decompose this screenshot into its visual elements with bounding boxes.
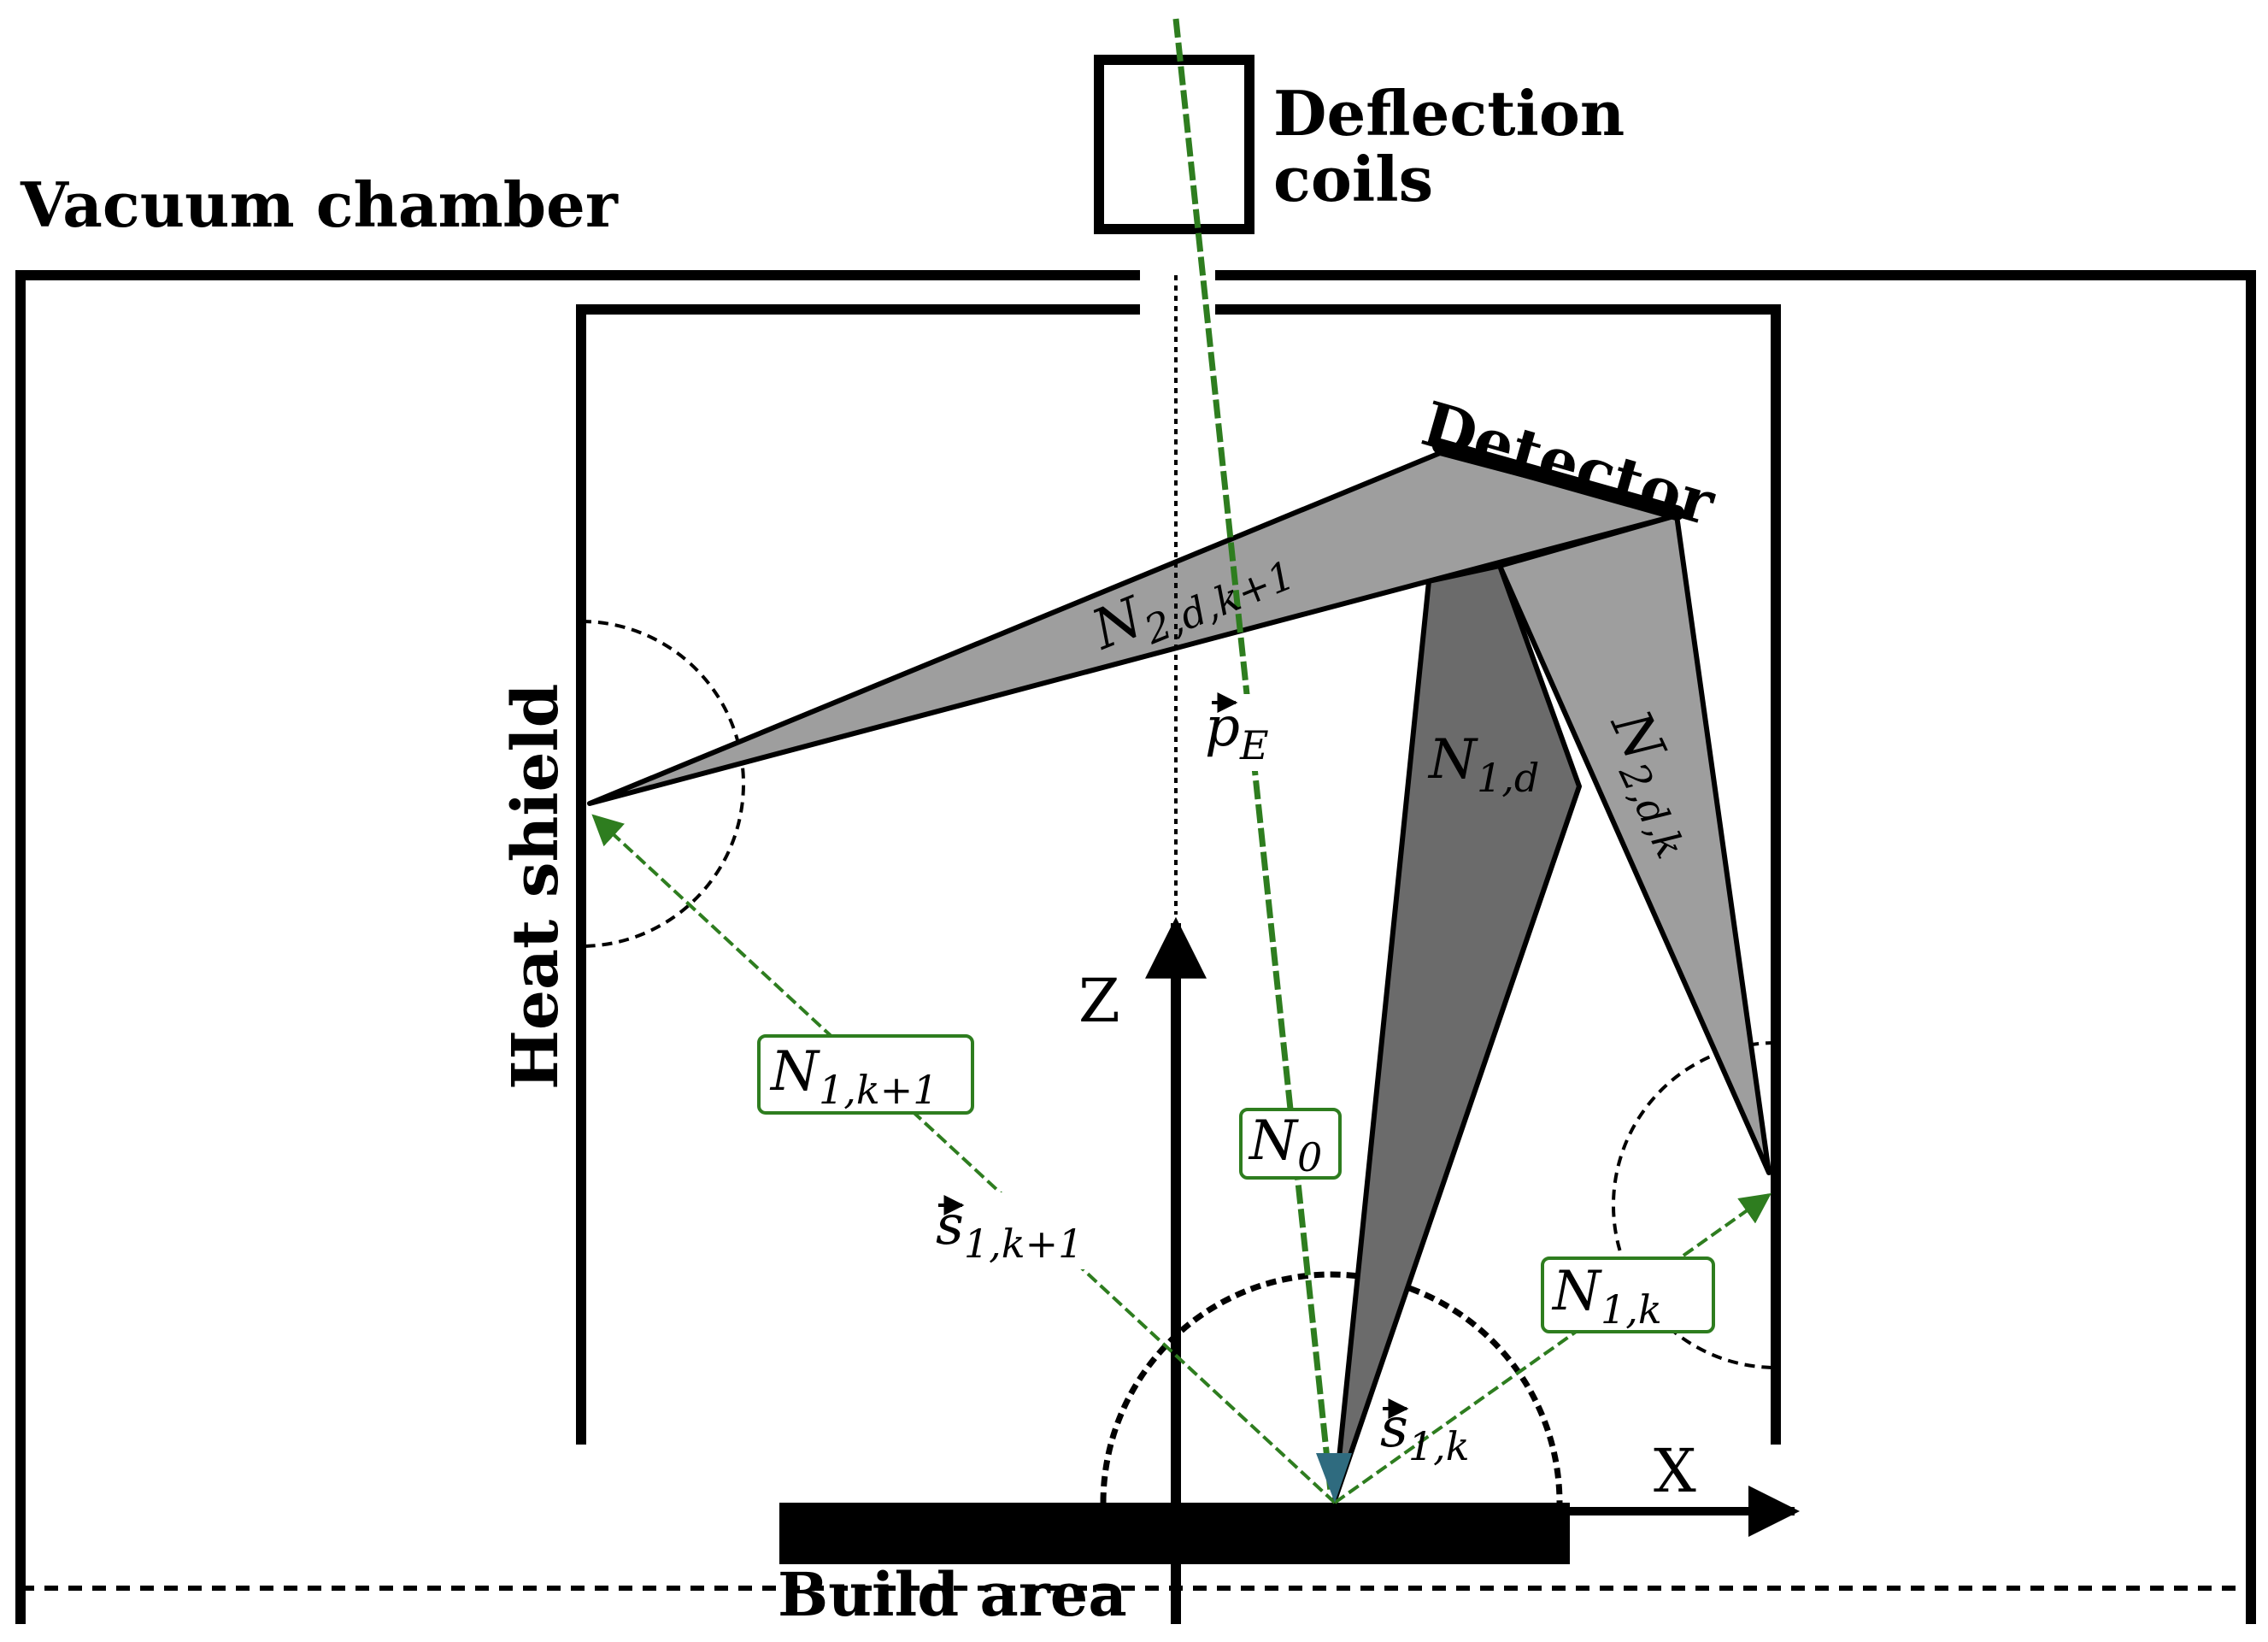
s1k-label: s1,k <box>1380 1397 1470 1469</box>
heat-shield-arc <box>580 620 745 948</box>
build-area-label: Build area <box>778 1559 1127 1630</box>
coils-label: coils <box>1273 143 1433 215</box>
svg-text:N0: N0 <box>1248 1109 1322 1180</box>
right-wall-arc <box>1612 1041 1777 1369</box>
n1d-label: N1,d <box>1427 728 1539 801</box>
n0-label: N0 <box>1239 1108 1342 1180</box>
x-axis-label: X <box>1654 1436 1696 1506</box>
triangle-n1d <box>1332 563 1582 1503</box>
svg-text:N1,k+1: N1,k+1 <box>769 1040 938 1113</box>
deflection-coils-box <box>1094 55 1254 234</box>
heat-shield-label: Heat shield <box>499 684 573 1090</box>
deflection-label: Deflection <box>1273 77 1625 150</box>
z-axis-label: Z <box>1078 966 1120 1036</box>
pe-label: pE <box>1192 692 1303 771</box>
impact-arc <box>1100 1271 1563 1504</box>
n1k-label: N1,k <box>1541 1257 1715 1333</box>
vacuum-chamber-label: Vacuum chamber <box>20 168 619 241</box>
beam-pe <box>1172 18 1334 1492</box>
svg-text:pE: pE <box>1205 696 1269 768</box>
svg-text:N1,k: N1,k <box>1551 1260 1662 1333</box>
beam-s1k1 <box>591 814 1337 1504</box>
triangle-n2dk <box>1497 513 1772 1175</box>
heat-shield-wall <box>576 304 1781 1445</box>
s1k1-label: s1,k+1 <box>927 1192 1117 1269</box>
svg-text:N1,d: N1,d <box>1427 728 1539 801</box>
impact-spot <box>1316 1453 1352 1503</box>
n1k1-label: N1,k+1 <box>757 1034 974 1115</box>
svg-text:s1,k+1: s1,k+1 <box>936 1194 1083 1267</box>
vacuum-chamber-wall <box>15 270 2256 1624</box>
beam-s1k <box>1333 1192 1772 1504</box>
detector-bar <box>1432 438 1684 521</box>
